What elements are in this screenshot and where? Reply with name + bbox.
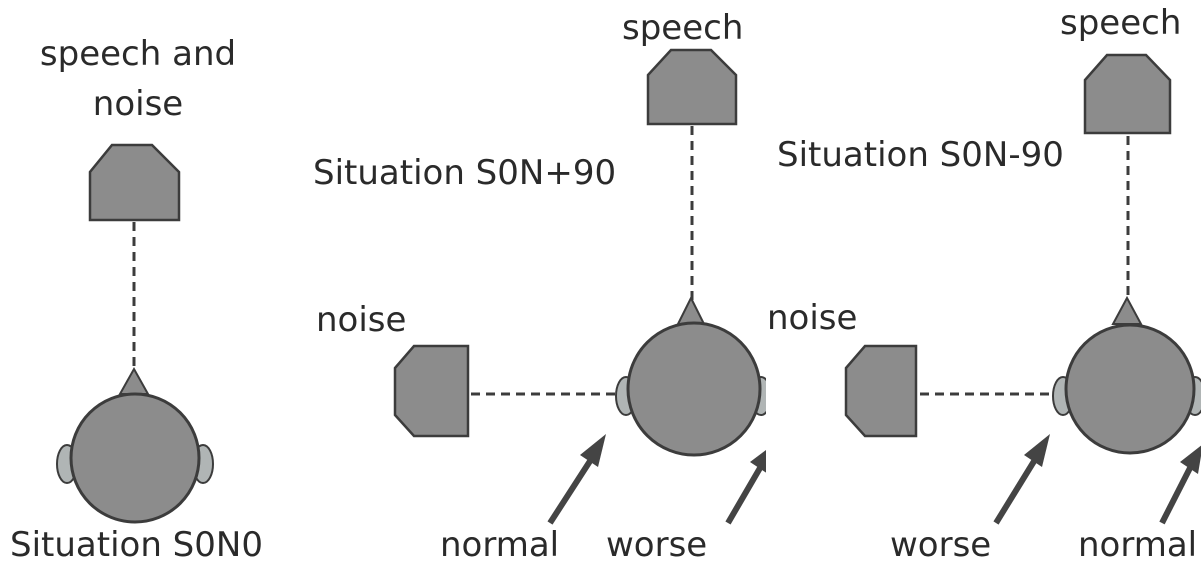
loudspeaker-icon [393,344,470,438]
ear-label-left: normal [440,525,560,565]
loudspeaker-icon [646,48,738,126]
ear-label-right: normal [1078,525,1198,565]
source-label-line2: noise [92,84,184,124]
speech-label: speech [622,8,744,48]
arrow-icon [993,434,1050,525]
head-icon [626,321,762,457]
situation-title-s0n0: Situation S0N0 [10,525,263,565]
arrow-icon [725,450,766,525]
ear-label-left: worse [890,525,992,565]
speech-label: speech [1060,3,1182,43]
head-icon [69,392,201,524]
panel-s0n-plus-90 [393,48,766,525]
noise-label: noise [767,298,858,338]
nose-icon [1111,295,1143,325]
loudspeaker-icon [844,344,918,438]
panel-s0n-minus-90 [844,53,1201,525]
noise-label: noise [316,300,407,340]
head-icon [1064,323,1196,455]
loudspeaker-icon [1083,53,1172,135]
arrow-icon [1159,445,1201,525]
panel-s0n0 [56,143,214,524]
situation-title-s0n-plus-90: Situation S0N+90 [313,153,617,193]
ear-label-right: worse [606,525,708,565]
nose-icon [118,366,150,395]
loudspeaker-icon [88,143,181,222]
source-label-line1: speech and [39,34,237,74]
situation-title-s0n-minus-90: Situation S0N-90 [777,135,1064,175]
arrow-icon [547,434,606,525]
